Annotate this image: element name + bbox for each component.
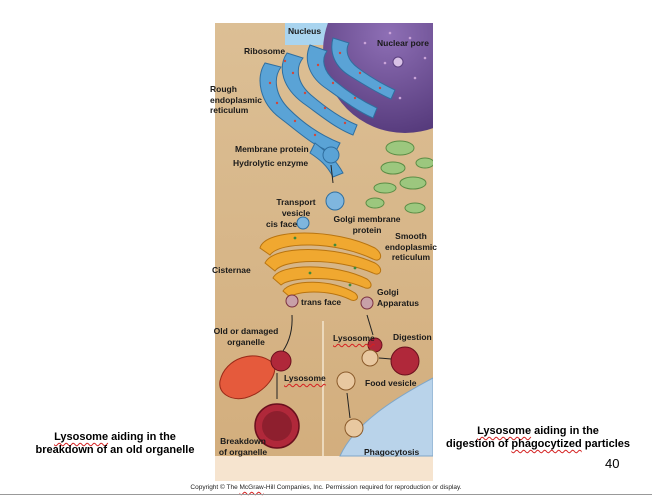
breakdown-interior xyxy=(262,411,292,441)
arrow-to-lysosome-left xyxy=(282,314,293,352)
arrow-phago-up xyxy=(346,392,351,419)
label-cis-face: cis face xyxy=(266,219,298,229)
caption-left-rest: aiding in the xyxy=(108,431,176,443)
label-cisternae: Cisternae xyxy=(212,265,251,275)
lysosome-diagram xyxy=(215,23,433,481)
label-golgi-membrane-protein-2: protein xyxy=(352,224,382,235)
copyright-b: -Hill Companies, Inc. Permission require… xyxy=(263,484,462,491)
label-nucleus: Nucleus xyxy=(288,26,322,36)
golgi-dots xyxy=(293,236,357,287)
label-nuclear-pore: Nuclear pore xyxy=(377,38,429,48)
label-breakdown-2: of organelle xyxy=(218,446,268,457)
label-smooth-er-2: endoplasmic xyxy=(385,241,437,252)
label-golgi-membrane-protein-1: Golgi membrane xyxy=(333,214,401,224)
copyright-a: Copyright © The xyxy=(190,484,240,491)
trans-vesicle-right xyxy=(360,296,374,310)
old-organelle xyxy=(219,355,276,400)
label-lysosome-left-text: Lysosome xyxy=(284,373,326,383)
label-food-vesicle: Food vesicle xyxy=(365,378,417,388)
golgi-apparatus xyxy=(259,232,382,301)
smooth-er xyxy=(365,140,433,214)
label-ribosome: Ribosome xyxy=(244,46,286,56)
slide-number: 40 xyxy=(605,456,620,471)
caption-right-line2-a: digestion of xyxy=(446,438,512,450)
caption-right: Lysosome aiding in the digestion of phag… xyxy=(440,425,636,451)
arrow-to-digestion xyxy=(378,357,392,360)
label-phagocytosis: Phagocytosis xyxy=(364,447,420,457)
label-old-organelle-2: organelle xyxy=(227,336,265,347)
bottom-rule xyxy=(0,494,652,495)
label-rough-er-3: reticulum xyxy=(210,105,249,115)
label-golgi-apparatus-1: Golgi xyxy=(377,287,399,297)
caption-right-line1: Lysosome aiding in the xyxy=(440,425,636,438)
nucleus-top-highlight xyxy=(285,23,330,45)
nuclear-pore xyxy=(392,56,404,68)
label-breakdown-1: Breakdown xyxy=(220,436,266,446)
label-transport-vesicle: Transport vesicle xyxy=(272,197,320,218)
rough-er xyxy=(259,37,396,178)
label-golgi-apparatus-2: Apparatus xyxy=(377,297,420,308)
copyright-notice: Copyright © The McGraw-Hill Companies, I… xyxy=(0,484,652,491)
transport-vesicle xyxy=(325,191,345,211)
label-smooth-er: Smooth endoplasmic reticulum xyxy=(382,231,440,263)
digestion-vesicle xyxy=(390,346,420,376)
caption-left-line2: breakdown of an old organelle xyxy=(35,444,195,456)
label-lysosome-right: Lysosome xyxy=(333,333,375,344)
label-smooth-er-3: reticulum xyxy=(391,252,431,262)
caption-right-line2-word: phagocytized xyxy=(511,438,582,450)
label-rough-er-2: endoplasmic xyxy=(210,94,262,105)
vesicle-arrow xyxy=(330,164,334,184)
caption-left-line1: Lysosome aiding in the xyxy=(30,431,200,444)
caption-right-word: Lysosome xyxy=(477,425,532,437)
bottom-pale-strip xyxy=(215,456,433,481)
label-trans-face: trans face xyxy=(301,297,342,307)
phagocytosis-vesicle xyxy=(344,418,364,438)
label-old-organelle: Old or damaged organelle xyxy=(208,326,284,347)
label-lysosome-left: Lysosome xyxy=(284,373,326,384)
label-hydrolytic-enzyme: Hydrolytic enzyme xyxy=(233,158,309,168)
label-rough-er-1: Rough xyxy=(210,84,237,94)
caption-left-word: Lysosome xyxy=(54,431,109,443)
label-rough-er: Rough endoplasmic reticulum xyxy=(210,84,262,116)
caption-right-line2: digestion of phagocytized particles xyxy=(440,438,636,451)
label-breakdown: Breakdown of organelle xyxy=(214,436,272,457)
label-golgi-apparatus: Golgi Apparatus xyxy=(377,287,419,308)
cis-vesicle xyxy=(296,216,310,230)
ribosomes xyxy=(268,51,382,137)
arrow-to-lysosome-right xyxy=(366,314,374,336)
fusion-vesicle xyxy=(361,349,379,367)
label-smooth-er-1: Smooth xyxy=(395,231,427,241)
copyright-word: McGraw xyxy=(239,484,264,491)
er-vesicle xyxy=(322,146,340,164)
caption-left: Lysosome aiding in the breakdown of an o… xyxy=(30,431,200,457)
label-transport-vesicle-1: Transport xyxy=(276,197,316,207)
food-vesicle xyxy=(336,371,356,391)
label-membrane-protein: Membrane protein xyxy=(235,144,309,154)
label-transport-vesicle-2: vesicle xyxy=(281,207,311,218)
label-golgi-membrane-protein: Golgi membrane protein xyxy=(328,214,406,235)
label-digestion: Digestion xyxy=(393,332,432,342)
caption-right-rest: aiding in the xyxy=(531,425,599,437)
label-lysosome-right-text: Lysosome xyxy=(333,333,375,343)
label-old-organelle-1: Old or damaged xyxy=(213,326,279,336)
extracellular-region xyxy=(339,377,433,457)
lysosome-left xyxy=(270,350,292,372)
trans-vesicle-left xyxy=(285,294,299,308)
caption-right-line2-b: particles xyxy=(581,438,630,450)
